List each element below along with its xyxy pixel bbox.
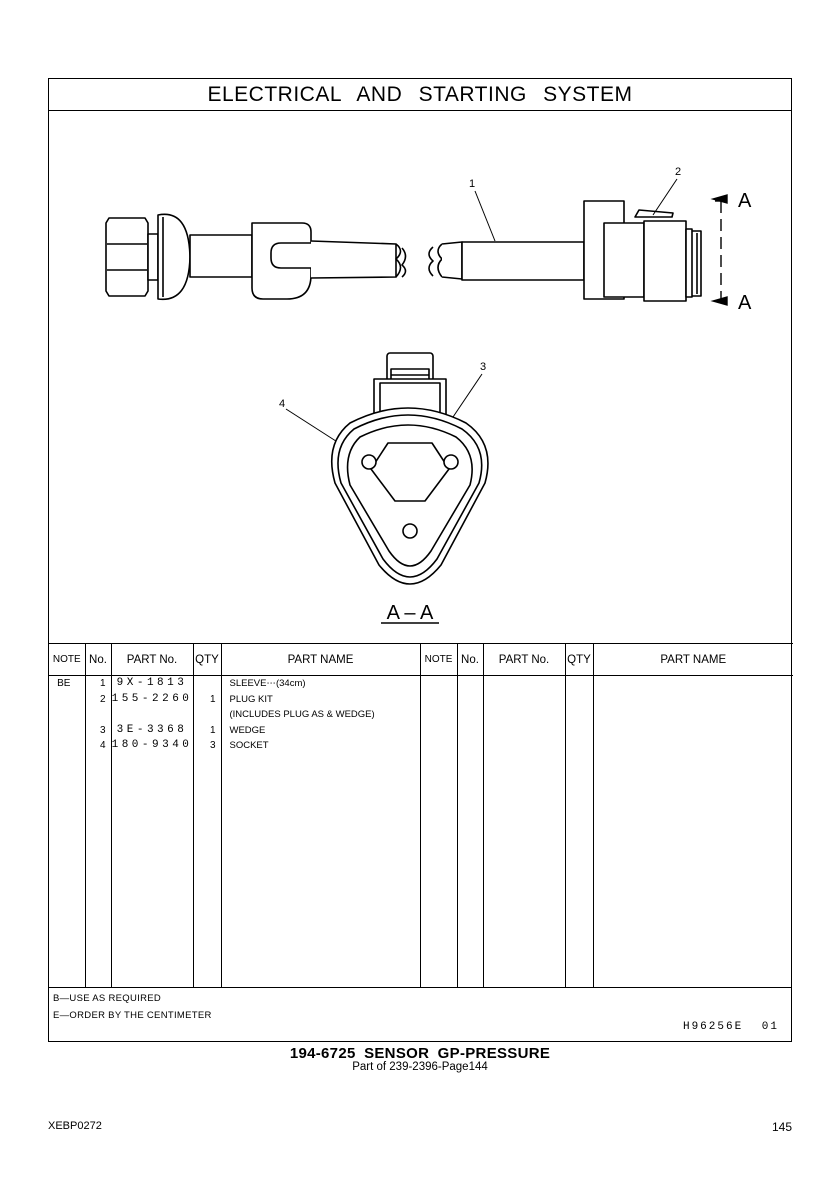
footnote-b: B—USE AS REQUIRED xyxy=(53,993,162,1004)
hex-nut-drawing xyxy=(105,217,149,297)
row-1-note: BE xyxy=(57,678,71,689)
sensor-drawing: A A 1 2 3 4 xyxy=(49,111,791,643)
note-column-right xyxy=(419,675,458,988)
col-part-no: PART No. xyxy=(110,643,194,676)
section-view-label: A – A xyxy=(387,602,434,624)
parts-sheet-frame: ELECTRICAL AND STARTING SYSTEM xyxy=(48,78,793,1043)
cable-right-drawing xyxy=(441,241,463,280)
section-marker-top: A xyxy=(738,190,752,212)
parts-table: NOTE No. PART No. QTY PART NAME NOTE No.… xyxy=(49,643,793,988)
row-3-no xyxy=(86,707,111,723)
col-qty-right: QTY xyxy=(564,643,594,676)
callout-4: 4 xyxy=(279,398,285,410)
callout-1: 1 xyxy=(469,178,475,190)
connector-end-view xyxy=(330,352,489,585)
row-1-name: SLEEVE⋯(34cm) xyxy=(229,678,306,689)
row-5-qty: 3 xyxy=(209,740,216,751)
col-no-right: No. xyxy=(456,643,484,676)
row-1-part-no: 9X-1813 xyxy=(116,677,188,689)
document-id: XEBP0272 xyxy=(48,1120,102,1132)
footnotes: B—USE AS REQUIRED E—ORDER BY THE CENTIME… xyxy=(49,987,791,1043)
row-4-note xyxy=(49,723,85,739)
row-3-note xyxy=(49,707,85,723)
sensor-neck-drawing xyxy=(189,234,253,278)
row-2-qty: 1 xyxy=(209,693,216,705)
section-title: ELECTRICAL AND STARTING SYSTEM xyxy=(49,79,791,111)
qty-column-right xyxy=(564,675,594,988)
col-no: No. xyxy=(84,643,112,676)
page-number: 145 xyxy=(771,1120,792,1134)
callout-2: 2 xyxy=(675,166,681,178)
row-3-name: (INCLUDES PLUG AS & WEDGE) xyxy=(229,709,375,720)
row-2-note xyxy=(49,692,85,708)
drawing-ref-code: H96256E 01 xyxy=(682,1021,779,1033)
row-2-no: 2 xyxy=(99,693,106,705)
col-qty: QTY xyxy=(192,643,222,676)
col-note: NOTE xyxy=(49,643,86,676)
row-5-no: 4 xyxy=(99,740,106,751)
section-cut-marks xyxy=(710,194,728,306)
assembly-subcaption: Part of 239-2396-Page144 xyxy=(352,1061,488,1073)
row-3-part-no xyxy=(112,707,193,723)
table-body-row: BE 1 2 3 4 9X-1813 155-2260 xyxy=(49,675,793,988)
col-part-name: PART NAME xyxy=(220,643,421,676)
col-part-name-right: PART NAME xyxy=(592,643,793,676)
part-name-column: SLEEVE⋯(34cm) PLUG KIT (INCLUDES PLUG AS… xyxy=(220,675,421,988)
row-4-name: WEDGE xyxy=(229,724,266,736)
row-2-name: PLUG KIT xyxy=(229,693,273,705)
part-no-column: 9X-1813 155-2260 3E-3368 180-9340 xyxy=(110,675,194,988)
row-4-qty: 1 xyxy=(209,724,216,736)
part-name-column-right xyxy=(592,675,793,988)
row-4-part-no: 3E-3368 xyxy=(116,723,188,736)
row-1-no: 1 xyxy=(99,678,106,689)
note-column: BE xyxy=(49,675,86,988)
sensor-stem-drawing xyxy=(147,233,159,281)
sleeve-drawing xyxy=(461,241,585,281)
row-1-qty xyxy=(194,676,221,692)
row-5-name: SOCKET xyxy=(229,740,269,751)
cable-left-drawing xyxy=(310,240,397,279)
section-marker-bottom: A xyxy=(738,292,752,314)
row-5-note xyxy=(49,738,85,754)
col-note-right: NOTE xyxy=(419,643,458,676)
no-column-right xyxy=(456,675,484,988)
qty-column: 1 1 3 xyxy=(192,675,222,988)
sensor-illustration: A A 1 2 3 4 xyxy=(105,166,752,624)
callout-3: 3 xyxy=(480,361,486,373)
row-5-part-no: 180-9340 xyxy=(111,739,193,751)
col-part-no-right: PART No. xyxy=(482,643,566,676)
row-4-no: 3 xyxy=(99,724,106,736)
assembly-caption: 194-6725 SENSOR GP-PRESSURE xyxy=(289,1045,551,1062)
row-3-qty xyxy=(194,707,221,723)
no-column: 1 2 3 4 xyxy=(84,675,112,988)
part-no-column-right xyxy=(482,675,566,988)
footnote-e: E—ORDER BY THE CENTIMETER xyxy=(53,1010,212,1021)
row-2-part-no: 155-2260 xyxy=(111,692,193,705)
table-header-row: NOTE No. PART No. QTY PART NAME NOTE No.… xyxy=(49,643,793,676)
